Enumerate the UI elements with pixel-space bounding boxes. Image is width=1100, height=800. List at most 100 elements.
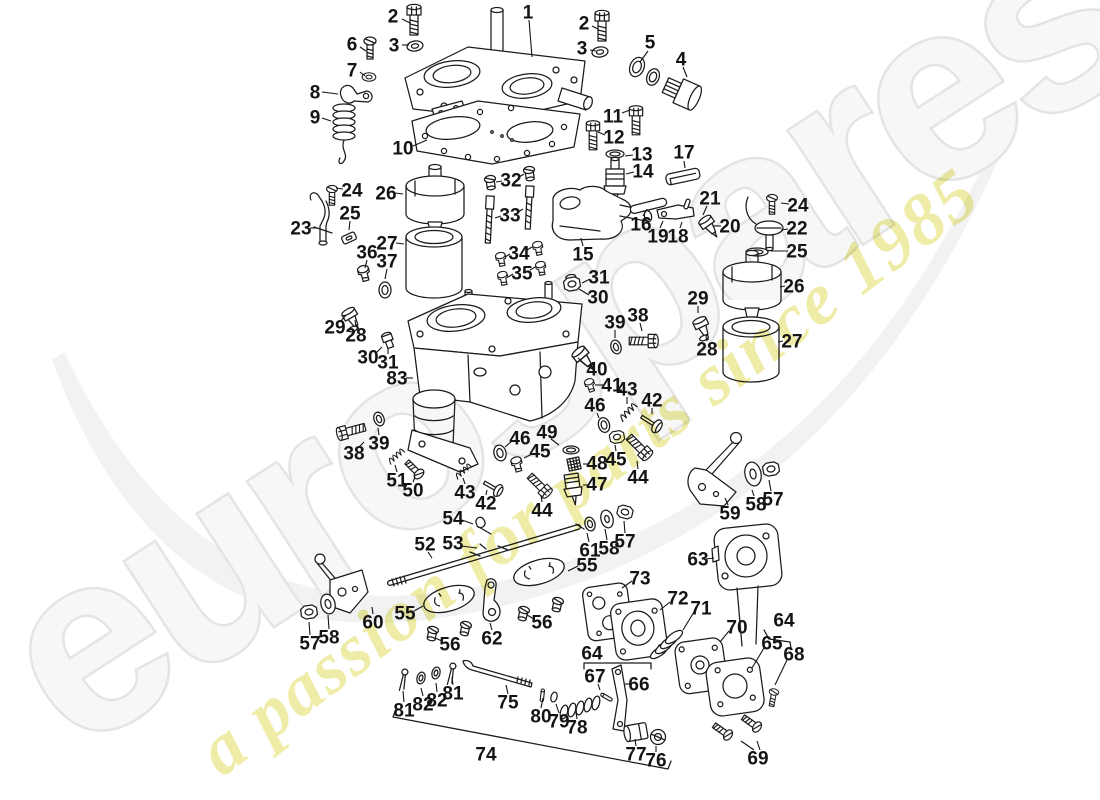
leader-line-2 xyxy=(591,25,599,30)
callout-42: 42 xyxy=(475,494,496,515)
leader-line-31 xyxy=(581,278,591,284)
leader-line-10 xyxy=(412,139,428,147)
callout-1: 1 xyxy=(523,3,534,24)
leader-line-58 xyxy=(604,528,608,541)
screw-32-left xyxy=(483,174,498,192)
spring-78 xyxy=(559,695,601,720)
leader-line-28 xyxy=(354,319,357,328)
leader-line-56 xyxy=(434,637,443,642)
callout-74: 74 xyxy=(475,745,497,766)
callout-40: 40 xyxy=(586,360,607,381)
spring-clip-54 xyxy=(475,516,492,535)
leader-line-19 xyxy=(659,220,664,229)
spring-9 xyxy=(332,103,356,165)
leader-line-30 xyxy=(578,288,590,296)
callout-2: 2 xyxy=(579,14,590,35)
callout-18: 18 xyxy=(667,227,688,248)
bolt-2-left xyxy=(406,3,422,36)
callout-67: 67 xyxy=(584,667,605,688)
callout-63: 63 xyxy=(687,550,708,571)
callout-27: 27 xyxy=(376,234,397,255)
callout-54: 54 xyxy=(442,509,464,530)
leader-line-80 xyxy=(540,697,544,709)
callout-57: 57 xyxy=(299,634,320,655)
callout-27: 27 xyxy=(781,332,802,353)
callout-31: 31 xyxy=(377,353,399,374)
stud-33-right xyxy=(524,185,535,230)
leader-line-57 xyxy=(768,479,772,492)
leader-line-73 xyxy=(621,580,633,589)
lever-66 xyxy=(611,664,628,732)
valve-47 xyxy=(563,472,583,506)
leader-line-33 xyxy=(494,215,502,219)
part-top-cover xyxy=(404,6,593,122)
jet-30-31-left xyxy=(380,331,395,350)
callout-65: 65 xyxy=(761,634,783,655)
leader-line-72 xyxy=(659,601,671,611)
washer-82-b xyxy=(431,666,441,680)
leader-line-79 xyxy=(555,703,560,714)
pump-housing-72 xyxy=(610,598,669,661)
callout-7: 7 xyxy=(347,61,358,82)
callout-57: 57 xyxy=(614,532,635,553)
plug-4 xyxy=(661,77,703,111)
leader-line-40 xyxy=(577,357,589,368)
leader-line-44 xyxy=(540,494,543,503)
leader-line-58 xyxy=(327,614,330,630)
bracket-74 xyxy=(392,708,672,770)
leader-line-15 xyxy=(580,237,584,247)
callout-12: 12 xyxy=(603,128,624,149)
callout-41: 41 xyxy=(601,376,623,397)
callout-30: 30 xyxy=(587,288,608,309)
leader-line-37 xyxy=(384,268,388,280)
needle-valve-14 xyxy=(603,156,627,204)
leader-line-30 xyxy=(374,346,383,355)
leader-line-81 xyxy=(451,676,454,686)
screw-42-right xyxy=(640,414,663,434)
leader-line-77 xyxy=(634,738,637,747)
callout-69: 69 xyxy=(747,749,768,770)
washer-58-right xyxy=(744,461,762,487)
callout-56: 56 xyxy=(439,635,460,656)
float-26-right xyxy=(722,249,782,318)
callout-5: 5 xyxy=(645,33,656,54)
leader-line-13 xyxy=(624,154,634,157)
pin-53 xyxy=(479,543,487,550)
callout-81: 81 xyxy=(393,701,415,722)
callout-55: 55 xyxy=(394,604,416,625)
ring-79 xyxy=(550,691,558,703)
leader-line-61 xyxy=(586,532,590,543)
callout-72: 72 xyxy=(667,589,688,610)
bolt-2-right xyxy=(594,9,610,42)
leader-line-62 xyxy=(489,622,493,631)
callout-71: 71 xyxy=(690,599,712,620)
leader-line-34 xyxy=(504,253,511,258)
leader-line-45 xyxy=(523,453,533,459)
callout-80: 80 xyxy=(530,707,551,728)
leader-line-53 xyxy=(460,545,478,549)
leader-line-12 xyxy=(597,131,606,136)
callout-20: 20 xyxy=(719,217,740,238)
callout-38: 38 xyxy=(627,306,648,327)
callout-55: 55 xyxy=(576,556,598,577)
ring-46-left xyxy=(493,444,507,462)
jet-36 xyxy=(356,263,373,283)
leader-line-2 xyxy=(401,18,411,24)
screw-56-d xyxy=(549,595,565,614)
leader-line-69 xyxy=(740,740,755,751)
callout-24: 24 xyxy=(787,196,809,217)
callout-66: 66 xyxy=(628,675,649,696)
callout-42: 42 xyxy=(641,391,662,412)
leader-line-81 xyxy=(402,690,405,703)
throttle-disc-55-left xyxy=(423,584,475,614)
leader-line-69 xyxy=(756,740,761,751)
callout-17: 17 xyxy=(673,143,694,164)
filter-48 xyxy=(566,456,582,472)
leader-line-60 xyxy=(371,606,374,615)
washer-7 xyxy=(361,72,377,82)
callout-59: 59 xyxy=(719,504,740,525)
callout-44: 44 xyxy=(531,501,553,522)
pivot-22 xyxy=(745,196,784,252)
bracket-64-left xyxy=(583,662,652,670)
callout-11: 11 xyxy=(603,107,624,128)
